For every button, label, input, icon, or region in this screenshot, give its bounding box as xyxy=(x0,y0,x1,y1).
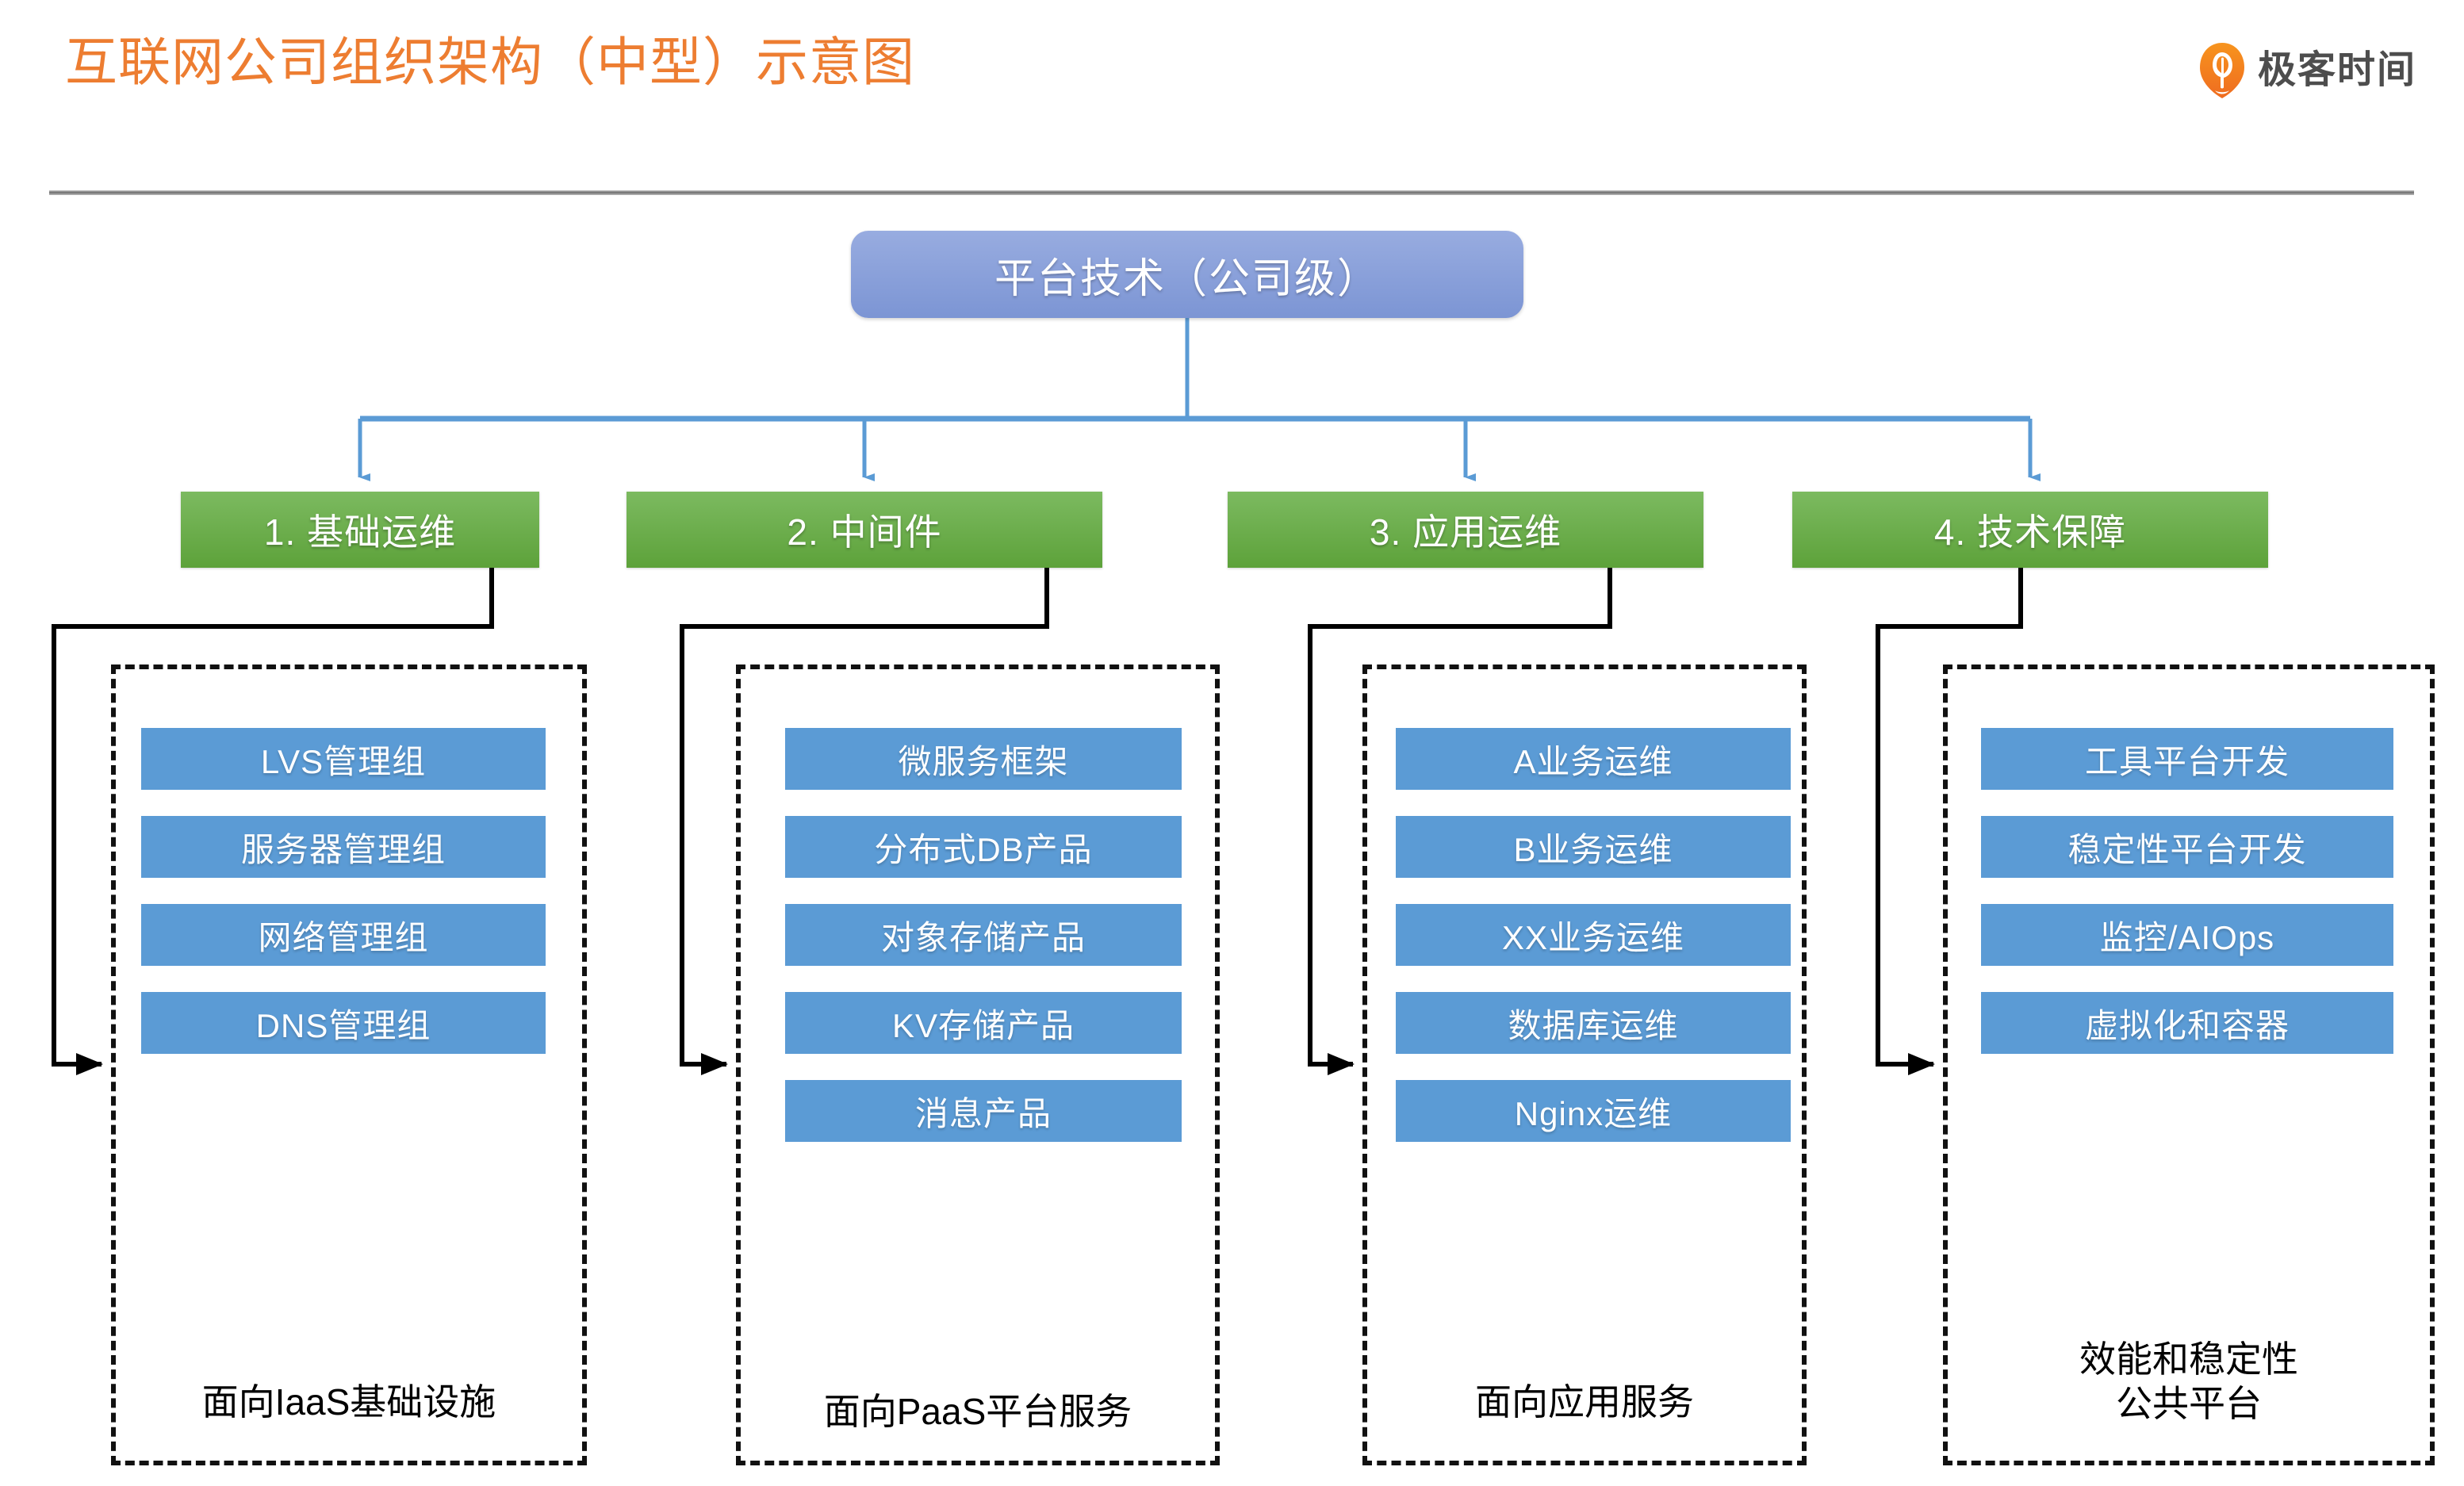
team-box[interactable]: 对象存储产品 xyxy=(785,904,1182,966)
team-column-2: 微服务框架 分布式DB产品 对象存储产品 KV存储产品 消息产品 xyxy=(785,728,1182,1142)
team-box[interactable]: 监控/AIOps xyxy=(1981,904,2393,966)
page-title: 互联网公司组织架构（中型）示意图 xyxy=(65,33,915,91)
team-box[interactable]: 数据库运维 xyxy=(1396,992,1791,1054)
team-box[interactable]: 微服务框架 xyxy=(785,728,1182,790)
team-box[interactable]: LVS管理组 xyxy=(141,728,546,790)
brand-logo: 极客时间 xyxy=(2198,41,2416,100)
team-column-3: A业务运维 B业务运维 XX业务运维 数据库运维 Nginx运维 xyxy=(1396,728,1791,1142)
dept-node-2[interactable]: 2. 中间件 xyxy=(627,492,1102,568)
team-box[interactable]: DNS管理组 xyxy=(141,992,546,1054)
header-divider xyxy=(49,190,2414,195)
team-box[interactable]: B业务运维 xyxy=(1396,816,1791,878)
team-box[interactable]: Nginx运维 xyxy=(1396,1080,1791,1142)
team-box[interactable]: XX业务运维 xyxy=(1396,904,1791,966)
dept-node-4[interactable]: 4. 技术保障 xyxy=(1792,492,2268,568)
geektime-pin-icon xyxy=(2199,43,2244,98)
team-box[interactable]: 虚拟化和容器 xyxy=(1981,992,2393,1054)
group-caption-4: 效能和稳定性 公共平台 xyxy=(2079,1339,2298,1424)
team-box[interactable]: 稳定性平台开发 xyxy=(1981,816,2393,878)
group-caption-1: 面向IaaS基础设施 xyxy=(201,1381,496,1423)
group-caption-2: 面向PaaS平台服务 xyxy=(823,1391,1132,1432)
team-box[interactable]: 服务器管理组 xyxy=(141,816,546,878)
team-box[interactable]: 消息产品 xyxy=(785,1080,1182,1142)
brand-name: 极客时间 xyxy=(2257,49,2416,91)
dept-node-1[interactable]: 1. 基础运维 xyxy=(181,492,539,568)
root-node[interactable]: 平台技术（公司级） xyxy=(851,231,1523,318)
team-box[interactable]: A业务运维 xyxy=(1396,728,1791,790)
group-box-2 xyxy=(736,664,1220,1465)
team-column-1: LVS管理组 服务器管理组 网络管理组 DNS管理组 xyxy=(141,728,546,1054)
group-box-1 xyxy=(111,664,587,1465)
team-box[interactable]: 工具平台开发 xyxy=(1981,728,2393,790)
team-column-4: 工具平台开发 稳定性平台开发 监控/AIOps 虚拟化和容器 xyxy=(1981,728,2393,1054)
group-box-4 xyxy=(1943,664,2435,1465)
dept-node-3[interactable]: 3. 应用运维 xyxy=(1228,492,1703,568)
connector-root-stem xyxy=(360,318,2030,422)
group-caption-3: 面向应用服务 xyxy=(1475,1381,1694,1423)
group-box-3 xyxy=(1362,664,1807,1465)
team-box[interactable]: 网络管理组 xyxy=(141,904,546,966)
team-box[interactable]: KV存储产品 xyxy=(785,992,1182,1054)
team-box[interactable]: 分布式DB产品 xyxy=(785,816,1182,878)
connector-dept-drops xyxy=(358,419,2041,481)
